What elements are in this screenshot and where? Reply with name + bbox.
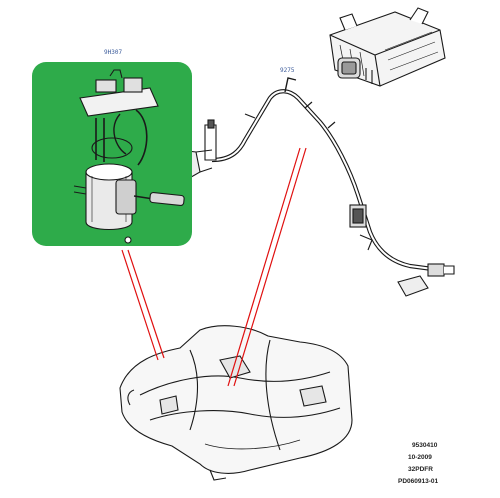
leader-line-pump-1 (121, 249, 159, 361)
reference-block: 9530410 10-2009 32PDFR PD060913-01 (398, 442, 438, 485)
harness-connector-end (397, 263, 455, 297)
leader-line-pump-2 (127, 249, 165, 359)
reference-line-1: 9530410 (412, 442, 438, 449)
leader-lines (121, 147, 307, 387)
wiring-harness (211, 77, 441, 273)
leader-line-harness-2 (233, 147, 307, 387)
harness-callout-label: 9275 (280, 67, 295, 74)
fuel-pump-module (73, 69, 185, 244)
reference-line-2: 10-2009 (408, 454, 432, 461)
pump-callout-label: 9H307 (104, 49, 122, 56)
fuel-tank (119, 325, 353, 481)
control-module (329, 7, 446, 87)
reference-line-4: PD060913-01 (398, 478, 438, 485)
harness-connector-right (349, 204, 373, 251)
leader-line-harness-1 (227, 147, 301, 387)
reference-line-3: 32PDFR (408, 466, 433, 473)
